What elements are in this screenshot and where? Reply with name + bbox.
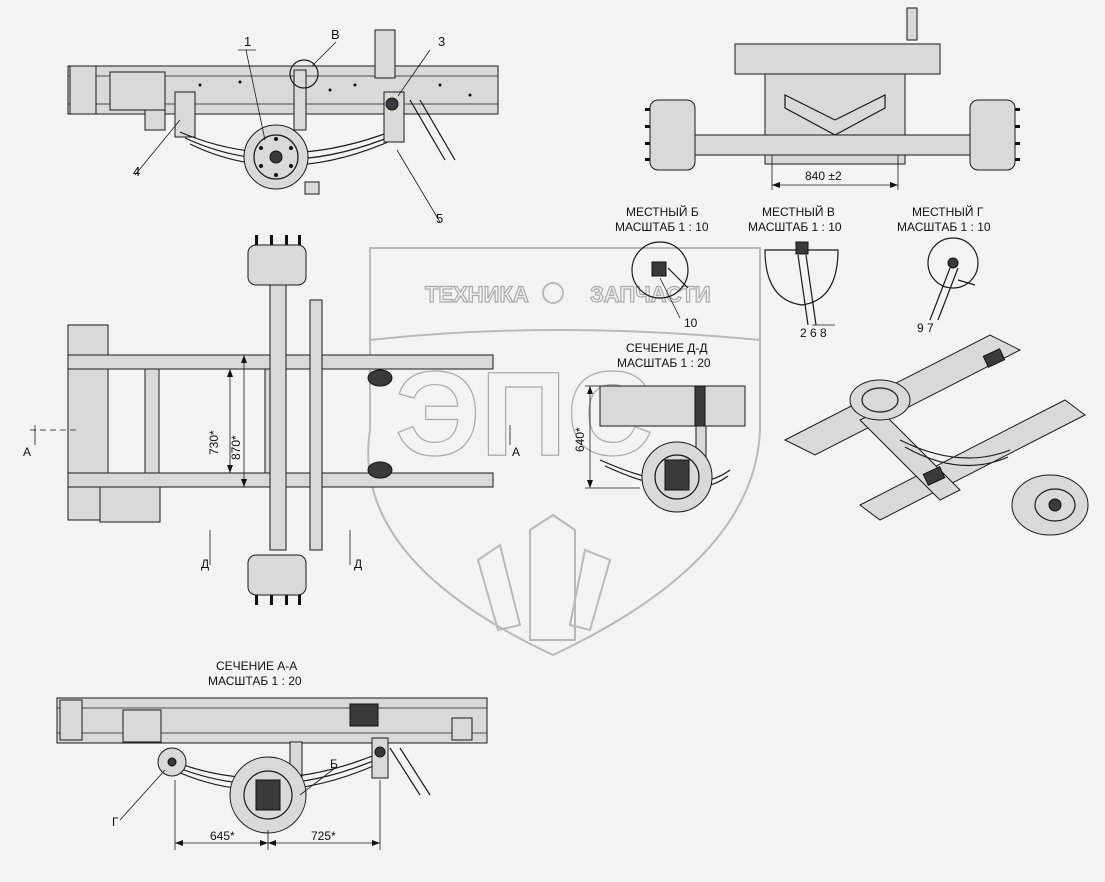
callout-1: 1 [244,34,251,49]
callout-b-small: Б [330,757,338,771]
callout-5: 5 [436,211,443,226]
callout-10: 10 [684,316,698,330]
callout-4: 4 [133,164,140,179]
dim-track: 840 ±2 [805,169,842,183]
section-mark-a-left: А [23,445,31,459]
section-dd-drawing [585,385,746,513]
frame-holes [198,80,472,97]
detail-b-heading: МЕСТНЫЙ Б [626,204,699,219]
section-mark-d-right: Д [354,557,362,571]
watermark-text-left: ТЕХНИКА [425,282,529,307]
detail-g-heading: МЕСТНЫЙ Г [912,204,984,219]
gear-icon [542,282,564,304]
leaders-top [134,41,441,223]
section-dd-scale: МАСШТАБ 1 : 20 [617,356,711,370]
section-aa-scale: МАСШТАБ 1 : 20 [208,674,302,688]
dim-frame-outer: 870* [229,435,243,460]
detail-g-scale: МАСШТАБ 1 : 10 [897,220,991,234]
section-aa-heading: СЕЧЕНИЕ А-А [216,659,297,673]
wheel-studs [259,137,293,177]
section-mark-a-right: А [512,445,520,459]
isometric-view [783,334,1089,536]
watermark-text-right: ЗАПЧАСТИ [590,282,711,307]
detail-v-scale: МАСШТАБ 1 : 10 [748,220,842,234]
detail-b-scale: МАСШТАБ 1 : 10 [615,220,709,234]
rear-hub-studs [645,108,1020,161]
section-aa-title: СЕЧЕНИЕ А-А МАСШТАБ 1 : 20 [208,659,302,688]
dim-frame-inner: 730* [207,430,221,455]
detail-v-title: МЕСТНЫЙ В МАСШТАБ 1 : 10 [748,204,842,234]
detail-g-title: МЕСТНЫЙ Г МАСШТАБ 1 : 10 [897,204,991,234]
rear-view [645,7,1020,190]
callout-268: 2 6 8 [800,326,827,340]
dim-front-spring: 645* [210,829,235,843]
detail-v-drawing [764,241,839,326]
plan-hub-studs [255,235,301,605]
callout-3: 3 [438,34,445,49]
detail-g-drawing [927,237,979,321]
section-dd-heading: СЕЧЕНИЕ Д-Д [626,341,708,355]
section-mark-d-left: Д [201,557,209,571]
dim-height-dd: 640* [573,427,587,452]
side-view-top [67,29,499,195]
detail-v-heading: МЕСТНЫЙ В [762,204,835,219]
callout-g: Г [112,815,119,829]
dim-rear-spring: 725* [311,829,336,843]
plan-view [30,235,511,605]
callout-v: В [331,27,340,42]
detail-b-drawing [631,241,689,319]
section-aa-drawing [56,697,488,850]
section-dd-title: СЕЧЕНИЕ Д-Д МАСШТАБ 1 : 20 [617,341,711,370]
callout-97: 9 7 [917,321,934,335]
detail-b-title: МЕСТНЫЙ Б МАСШТАБ 1 : 10 [615,204,709,234]
